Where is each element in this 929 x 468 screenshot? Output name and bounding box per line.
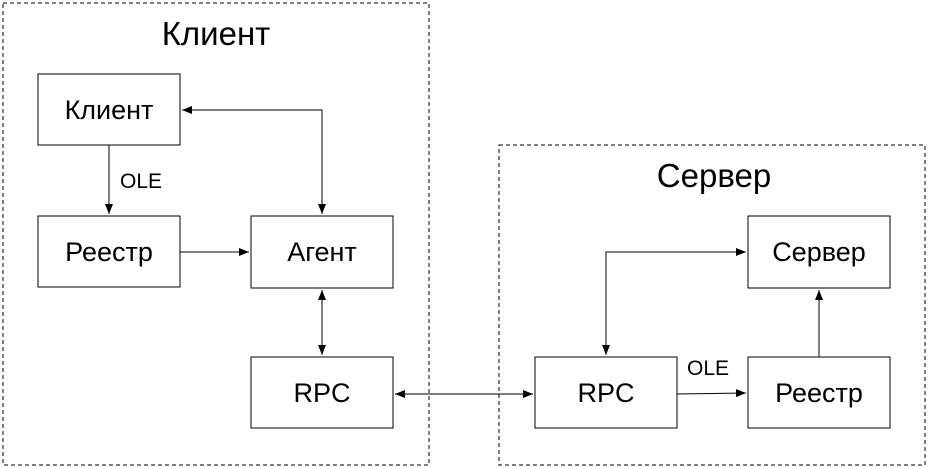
node-client-app: Клиент [37, 73, 181, 146]
node-client-registry-label: Реестр [65, 237, 153, 267]
node-server-rpc: RPC [534, 356, 678, 429]
node-client-rpc-box [250, 356, 394, 429]
edge-client-ole-label: OLE [120, 170, 162, 193]
node-client-rpc-label: RPC [293, 378, 350, 408]
edge-client-agent [182, 106, 326, 214]
node-client-app-label: Клиент [65, 95, 154, 125]
node-client-app-box [37, 73, 181, 146]
client-group: Клиент [2, 2, 430, 466]
node-client-registry: Реестр [37, 215, 181, 288]
edge-server-ole-label: OLE [687, 357, 729, 380]
node-server-app: Сервер [747, 215, 891, 289]
node-client-rpc: RPC [250, 356, 394, 429]
node-server-app-label: Сервер [772, 237, 866, 267]
node-server-app-box [747, 215, 891, 289]
node-agent: Агент [250, 215, 394, 289]
node-server-registry-box [747, 356, 891, 429]
edge-server-rpc-server-app [602, 248, 746, 355]
node-client-registry-box [37, 215, 181, 288]
node-server-rpc-label: RPC [577, 378, 634, 408]
client-group-title: Клиент [162, 15, 271, 52]
node-agent-box [250, 215, 394, 289]
server-group: Сервер [498, 144, 926, 466]
edge-server-rpc-to-registry [676, 389, 747, 398]
server-group-title: Сервер [657, 157, 771, 194]
node-server-registry: Реестр [747, 356, 891, 429]
client-group-frame [2, 2, 430, 466]
node-server-rpc-box [534, 356, 678, 429]
node-server-registry-label: Реестр [775, 378, 863, 408]
node-agent-label: Агент [287, 237, 357, 267]
server-group-frame [498, 144, 926, 466]
